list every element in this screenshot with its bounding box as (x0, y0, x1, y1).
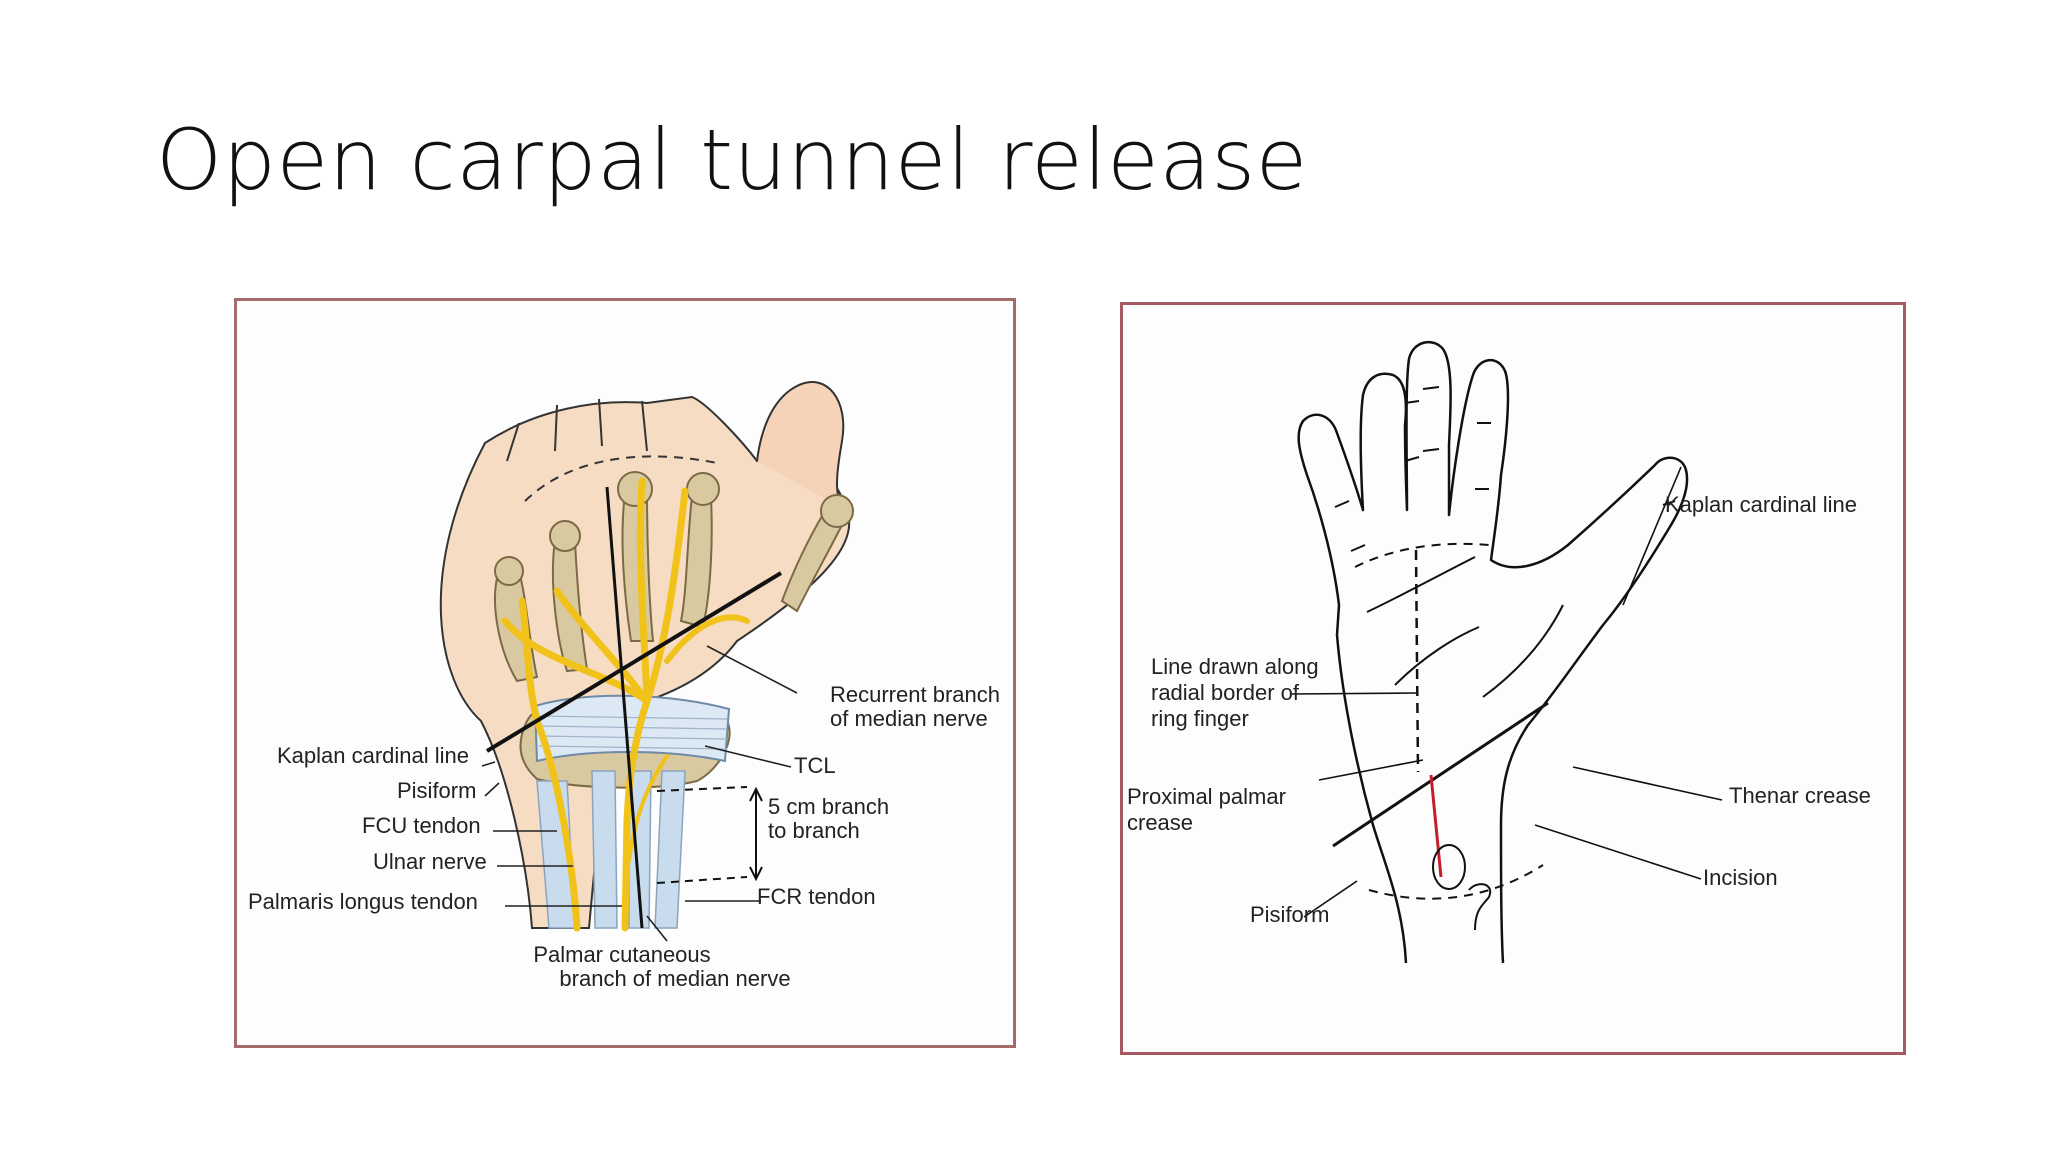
ulnar-nerve (518, 597, 581, 932)
ring-finger-radial-line (1414, 549, 1420, 773)
label-ulnar-nerve: Ulnar nerve (373, 849, 487, 874)
five-cm-arrowheads (749, 786, 763, 882)
wrist-squiggle (1468, 883, 1492, 931)
palm-dashed-outline (524, 455, 718, 502)
label-line-drawn-2: radial border of (1151, 680, 1300, 705)
kaplan-cardinal-line-right (1332, 701, 1549, 848)
slide-title: Open carpal tunnel release (156, 111, 1308, 209)
median-nerve (501, 477, 689, 932)
transverse-carpal-ligament (533, 694, 731, 763)
label-line-drawn-1: Line drawn along (1151, 654, 1319, 679)
thumb (756, 381, 848, 512)
five-cm-lower-dash (656, 876, 748, 884)
label-recurrent-branch-1: Recurrent branch (830, 682, 1000, 707)
label-incision: Incision (1703, 865, 1778, 890)
incision-diagram-panel: Kaplan cardinal line Line drawn along ra… (1120, 302, 1906, 1055)
label-kaplan-cardinal-line-right: Kaplan cardinal line (1665, 492, 1857, 517)
label-palmar-cutaneous-2: branch of median nerve (559, 966, 790, 991)
kaplan-cardinal-line-left (485, 571, 783, 753)
pisiform-bone (1432, 844, 1466, 890)
anatomy-illustration-panel: Recurrent branch of median nerve Kaplan … (234, 298, 1016, 1048)
anatomy-illustration: Recurrent branch of median nerve Kaplan … (248, 381, 1000, 991)
recurrent-branch-nerve (664, 614, 750, 664)
label-proximal-palmar-1: Proximal palmar (1127, 784, 1286, 809)
incision-line (1429, 774, 1443, 878)
distal-palm-dashed-line (1354, 542, 1490, 568)
label-five-cm-2: to branch (768, 818, 860, 843)
hand-outline (1297, 340, 1689, 964)
label-recurrent-branch-2: of median nerve (830, 706, 988, 731)
label-tcl: TCL (794, 753, 836, 778)
label-fcr-tendon: FCR tendon (757, 884, 876, 909)
label-palmar-cutaneous-1: Palmar cutaneous (533, 942, 710, 967)
label-line-drawn-3: ring finger (1151, 706, 1249, 731)
label-pisiform-right: Pisiform (1250, 902, 1329, 927)
finger-bases (506, 398, 648, 462)
label-proximal-palmar-2: crease (1127, 810, 1193, 835)
right-leader-lines (1290, 466, 1723, 918)
label-kaplan-cardinal-line: Kaplan cardinal line (277, 743, 469, 768)
ring-finger-axis-line (605, 486, 644, 929)
flexor-tendons (536, 770, 686, 929)
label-five-cm-1: 5 cm branch (768, 794, 889, 819)
incision-diagram: Kaplan cardinal line Line drawn along ra… (1127, 340, 1871, 964)
palm-creases (1366, 556, 1564, 698)
wrist-crease-dashed (1368, 864, 1544, 900)
left-leader-lines (481, 645, 798, 942)
finger-creases (1334, 386, 1676, 552)
label-fcu-tendon: FCU tendon (362, 813, 481, 838)
five-cm-upper-dash (656, 786, 748, 792)
palmar-cutaneous-branch (627, 754, 669, 863)
label-palmaris-longus: Palmaris longus tendon (248, 889, 478, 914)
label-pisiform: Pisiform (397, 778, 476, 803)
label-thenar-crease: Thenar crease (1729, 783, 1871, 808)
